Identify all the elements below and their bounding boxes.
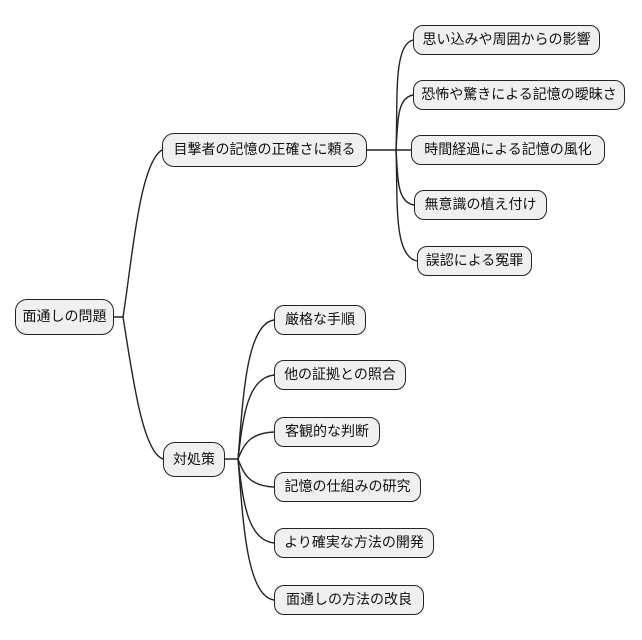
node-leaf-improve-lineup-method: 面通しの方法の改良 <box>274 585 424 615</box>
node-leaf-false-conviction-by-misidentification: 誤認による冤罪 <box>417 246 532 276</box>
connector-branch2-to-leaf2 <box>237 374 275 460</box>
connector-branch2-to-leaf4 <box>237 458 275 488</box>
node-branch-reliance-on-eyewitness-memory: 目撃者の記憶の正確さに頼る <box>162 133 367 167</box>
connector-root-to-branch1 <box>122 149 163 318</box>
node-leaf-unconscious-implanting: 無意識の植え付け <box>414 190 547 220</box>
connector-root-to-branch2 <box>122 316 164 460</box>
connector-branch1-to-leaf5 <box>395 149 418 262</box>
node-leaf-strict-procedures: 厳格な手順 <box>274 305 366 335</box>
node-leaf-fear-surprise-memory-ambiguity: 恐怖や驚きによる記憶の曖昧さ <box>413 80 625 110</box>
node-leaf-develop-more-reliable-methods: より確実な方法の開発 <box>274 528 434 558</box>
node-leaf-memory-fading-over-time: 時間経過による記憶の風化 <box>411 135 605 165</box>
connector-branch2-to-leaf1 <box>237 319 275 460</box>
node-branch-countermeasures: 対処策 <box>163 442 225 477</box>
connector-branch2-to-leaf3 <box>237 431 275 460</box>
node-leaf-objective-judgment: 客観的な判断 <box>274 417 380 447</box>
node-leaf-cross-check-with-other-evidence: 他の証拠との照合 <box>274 360 406 390</box>
node-leaf-research-on-memory-mechanism: 記憶の仕組みの研究 <box>274 472 421 502</box>
node-root-lineup-problem: 面通しの問題 <box>15 299 114 335</box>
connector-branch2-to-leaf6 <box>237 458 275 601</box>
node-leaf-assumptions-and-influence: 思い込みや周囲からの影響 <box>413 25 600 55</box>
connector-branch1-to-leaf2 <box>395 94 414 151</box>
